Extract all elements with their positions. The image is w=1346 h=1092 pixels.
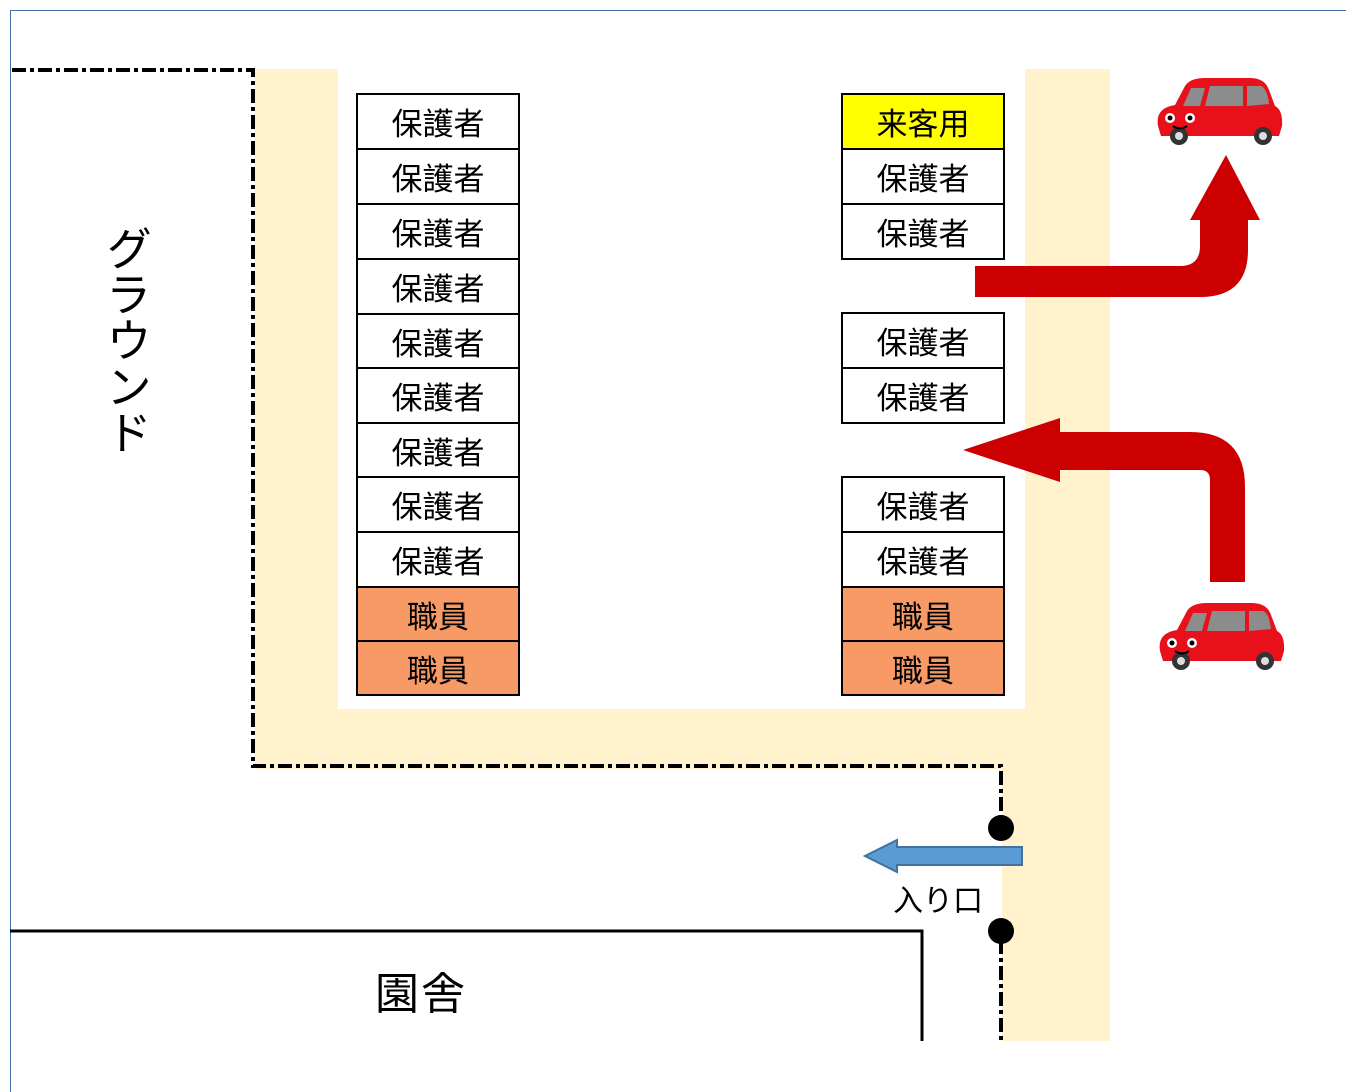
entrance-arrow-icon bbox=[862, 838, 1023, 874]
parking-slot-staff: 職員 bbox=[841, 640, 1005, 696]
traffic-arrow-icon bbox=[975, 155, 1260, 297]
parking-slot-staff: 職員 bbox=[356, 586, 520, 642]
parking-slot-parent: 保護者 bbox=[841, 312, 1005, 369]
parking-slot-guest: 来客用 bbox=[841, 93, 1005, 150]
road-left bbox=[255, 69, 338, 769]
parking-slot-parent: 保護者 bbox=[356, 476, 520, 533]
parking-slot-parent: 保護者 bbox=[841, 148, 1005, 205]
diagram-frame bbox=[10, 10, 1346, 1092]
parking-slot-staff: 職員 bbox=[356, 640, 520, 696]
parking-slot-parent: 保護者 bbox=[841, 367, 1005, 424]
parking-slot-parent: 保護者 bbox=[356, 203, 520, 260]
car-icon bbox=[1157, 78, 1283, 145]
ground-label: グラウンド bbox=[99, 225, 153, 455]
parking-slot-staff: 職員 bbox=[841, 586, 1005, 642]
building-outline bbox=[10, 929, 924, 1041]
building-label: 園舎 bbox=[375, 969, 467, 1020]
parking-slot-parent: 保護者 bbox=[356, 313, 520, 370]
parking-slot-parent: 保護者 bbox=[841, 203, 1005, 260]
road-bottom bbox=[255, 709, 1110, 769]
parking-slot-parent: 保護者 bbox=[356, 148, 520, 205]
traffic-arrow-icon bbox=[963, 418, 1245, 582]
parking-slot-parent: 保護者 bbox=[356, 93, 520, 150]
car-icon bbox=[1159, 603, 1285, 670]
gate-post-icon bbox=[988, 918, 1014, 944]
ground-boundary bbox=[12, 68, 1003, 820]
parking-slot-parent: 保護者 bbox=[841, 476, 1005, 533]
gate-post-icon bbox=[988, 815, 1014, 841]
road-entrance bbox=[1002, 769, 1110, 1041]
parking-slot-parent: 保護者 bbox=[356, 367, 520, 424]
parking-slot-parent: 保護者 bbox=[356, 258, 520, 315]
entrance-label: 入り口 bbox=[893, 884, 983, 919]
parking-slot-parent: 保護者 bbox=[356, 422, 520, 479]
parking-slot-parent: 保護者 bbox=[356, 531, 520, 588]
parking-slot-parent: 保護者 bbox=[841, 531, 1005, 588]
